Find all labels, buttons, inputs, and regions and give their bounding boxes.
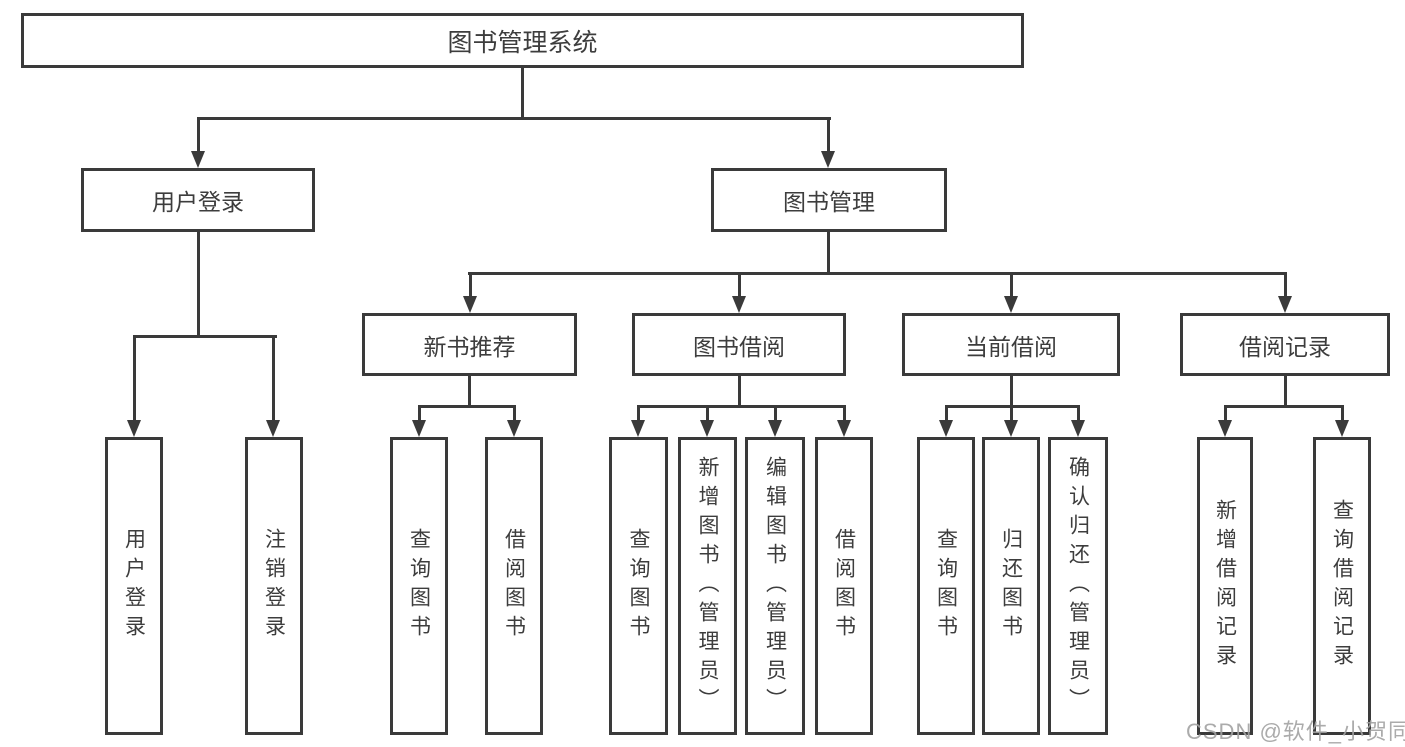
connector-user-login-stub [197,232,200,338]
leaf-user-login-label: 用户登录 [122,528,146,644]
node-current-borrowing-label: 当前借阅 [965,333,1057,360]
connector-book-borrowing-stub [738,376,741,407]
connector-book-mgmt-stub [827,232,830,275]
leaf-nb-borrow-books-label: 借阅图书 [502,528,526,644]
connector-root-stub [521,67,524,120]
leaf-bb-edit-books-admin: 编辑图书（管理员） [745,437,805,735]
node-borrowing-records-label: 借阅记录 [1239,333,1331,360]
arrowhead-leaf-cb-query [939,420,953,437]
connector-to-book-management [827,117,830,153]
connector-to-leaf-nb-borrow [513,405,516,422]
arrowhead-leaf-user-login [127,420,141,437]
node-new-book-recommend: 新书推荐 [362,313,577,376]
connector-to-leaf-bb-edit [774,405,777,422]
arrowhead-leaf-br-add [1218,420,1232,437]
arrowhead-leaf-br-query [1335,420,1349,437]
arrowhead-book-management [821,151,835,168]
node-book-management: 图书管理 [711,168,947,232]
connector-to-borrowing-records [1284,272,1287,298]
arrowhead-leaf-bb-edit [768,420,782,437]
leaf-br-add-record: 新增借阅记录 [1197,437,1253,735]
leaf-cb-query-books: 查询图书 [917,437,975,735]
arrowhead-leaf-nb-borrow [507,420,521,437]
connector-level2-rail [197,117,831,120]
connector-level3-rail [468,272,1287,275]
arrowhead-borrowing-records [1278,296,1292,313]
leaf-logout: 注销登录 [245,437,303,735]
arrowhead-leaf-nb-query [412,420,426,437]
connector-to-leaf-cb-query [945,405,948,422]
connector-book-borrowing-rail [637,405,846,408]
leaf-bb-add-books-admin: 新增图书（管理员） [678,437,737,735]
leaf-cb-confirm-return-admin: 确认归还（管理员） [1048,437,1108,735]
connector-to-leaf-br-add [1224,405,1227,422]
node-user-login-label: 用户登录 [152,189,244,215]
leaf-nb-query-books-label: 查询图书 [407,528,431,644]
leaf-br-query-record-label: 查询借阅记录 [1330,499,1354,673]
connector-user-login-rail [133,335,277,338]
leaf-cb-query-books-label: 查询图书 [934,528,958,644]
connector-to-leaf-bb-add [706,405,709,422]
arrowhead-leaf-cb-return [1004,420,1018,437]
arrowhead-leaf-bb-add [700,420,714,437]
connector-to-leaf-cb-confirm [1077,405,1080,422]
connector-to-leaf-br-query [1341,405,1344,422]
leaf-br-add-record-label: 新增借阅记录 [1213,499,1237,673]
leaf-bb-query-books-label: 查询图书 [627,528,650,644]
leaf-nb-query-books: 查询图书 [390,437,448,735]
connector-to-leaf-nb-query [418,405,421,422]
node-book-management-label: 图书管理 [783,189,875,215]
arrowhead-book-borrowing [732,296,746,313]
csdn-watermark: CSDN @软件_小贺同学 [1186,719,1405,744]
node-root: 图书管理系统 [21,13,1024,68]
connector-to-user-login [197,117,200,153]
connector-to-leaf-cb-return [1010,405,1013,422]
node-current-borrowing: 当前借阅 [902,313,1120,376]
node-user-login: 用户登录 [81,168,315,232]
leaf-bb-query-books: 查询图书 [609,437,668,735]
arrowhead-current-borrowing [1004,296,1018,313]
leaf-cb-return-books: 归还图书 [982,437,1040,735]
connector-new-book-rail [418,405,516,408]
leaf-bb-add-books-admin-label: 新增图书（管理员） [696,455,719,717]
leaf-cb-return-books-label: 归还图书 [999,528,1023,644]
node-root-label: 图书管理系统 [447,28,598,57]
connector-to-leaf-bb-query [637,405,640,422]
arrowhead-leaf-cb-confirm [1071,420,1085,437]
leaf-user-login: 用户登录 [105,437,163,735]
leaf-nb-borrow-books: 借阅图书 [485,437,543,735]
connector-to-leaf-user-login [133,335,136,422]
node-book-borrowing-label: 图书借阅 [693,333,785,360]
connector-to-leaf-bb-borrow [843,405,846,422]
connector-new-book-stub [468,376,471,407]
connector-to-book-borrowing [738,272,741,298]
connector-borrowing-records-rail [1224,405,1344,408]
node-book-borrowing: 图书借阅 [632,313,846,376]
connector-current-borrowing-stub [1010,376,1013,407]
leaf-bb-edit-books-admin-label: 编辑图书（管理员） [763,455,787,717]
connector-to-new-book [469,272,472,298]
arrowhead-leaf-logout [266,420,280,437]
arrowhead-new-book [463,296,477,313]
arrowhead-user-login [191,151,205,168]
leaf-cb-confirm-return-admin-label: 确认归还（管理员） [1066,455,1090,717]
leaf-logout-label: 注销登录 [262,528,286,644]
leaf-bb-borrow-books: 借阅图书 [815,437,873,735]
leaf-br-query-record: 查询借阅记录 [1313,437,1371,735]
node-new-book-recommend-label: 新书推荐 [423,333,516,360]
connector-to-current-borrowing [1010,272,1013,298]
arrowhead-leaf-bb-borrow [837,420,851,437]
node-borrowing-records: 借阅记录 [1180,313,1390,376]
arrowhead-leaf-bb-query [631,420,645,437]
connector-to-leaf-logout [272,335,275,422]
leaf-bb-borrow-books-label: 借阅图书 [832,528,856,644]
connector-borrowing-records-stub [1284,376,1287,407]
